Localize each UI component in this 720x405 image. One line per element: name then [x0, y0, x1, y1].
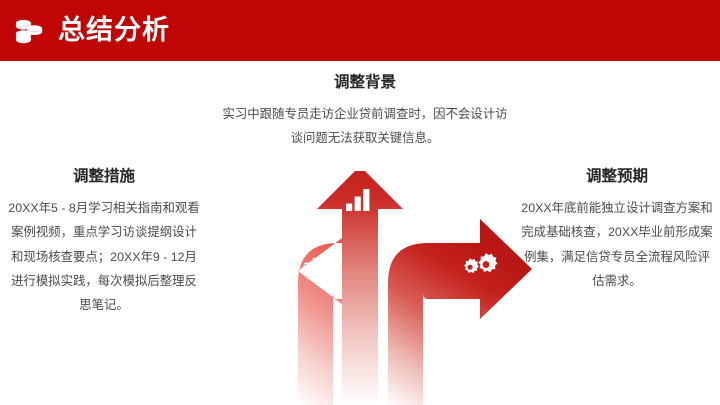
- block-adjustment-expectation: 调整预期 20XX年底前能独立设计调查方案和完成基础核查，20XX毕业前形成案例…: [518, 167, 716, 293]
- left-curved-arrow: [298, 226, 358, 405]
- page-title: 总结分析: [58, 15, 170, 45]
- gears-icon: [464, 253, 498, 274]
- block-body-left: 20XX年5 - 8月学习相关指南和观看案例视频，重点学习访谈提纲设计和现场核查…: [8, 201, 200, 312]
- slide-body: 调整背景 实习中跟随专员走访企业贷前调查时，因不会设计访谈问题无法获取关键信息。…: [0, 61, 720, 405]
- block-adjustment-background: 调整背景 实习中跟随专员走访企业贷前调查时，因不会设计访谈问题无法获取关键信息。: [222, 73, 508, 151]
- header-content: 总结分析: [14, 0, 170, 61]
- right-curved-arrow: [388, 219, 532, 405]
- bar-chart-icon: [346, 189, 370, 211]
- block-body-top: 实习中跟随专员走访企业贷前调查时，因不会设计访谈问题无法获取关键信息。: [222, 107, 508, 146]
- block-title-top: 调整背景: [333, 74, 396, 91]
- coins-stack-icon: [15, 19, 43, 43]
- center-up-arrow: [317, 171, 403, 405]
- block-adjustment-measures: 调整措施 20XX年5 - 8月学习相关指南和观看案例视频，重点学习访谈提纲设计…: [6, 167, 202, 317]
- block-title-right: 调整预期: [585, 168, 648, 185]
- three-way-arrow-graphic: [298, 171, 532, 405]
- block-title-left: 调整措施: [72, 168, 135, 185]
- scales-balance-icon: [300, 258, 329, 279]
- block-body-right: 20XX年底前能独立设计调查方案和完成基础核查，20XX毕业前形成案例集，满足信…: [521, 201, 713, 288]
- header-banner: 总结分析: [0, 0, 720, 61]
